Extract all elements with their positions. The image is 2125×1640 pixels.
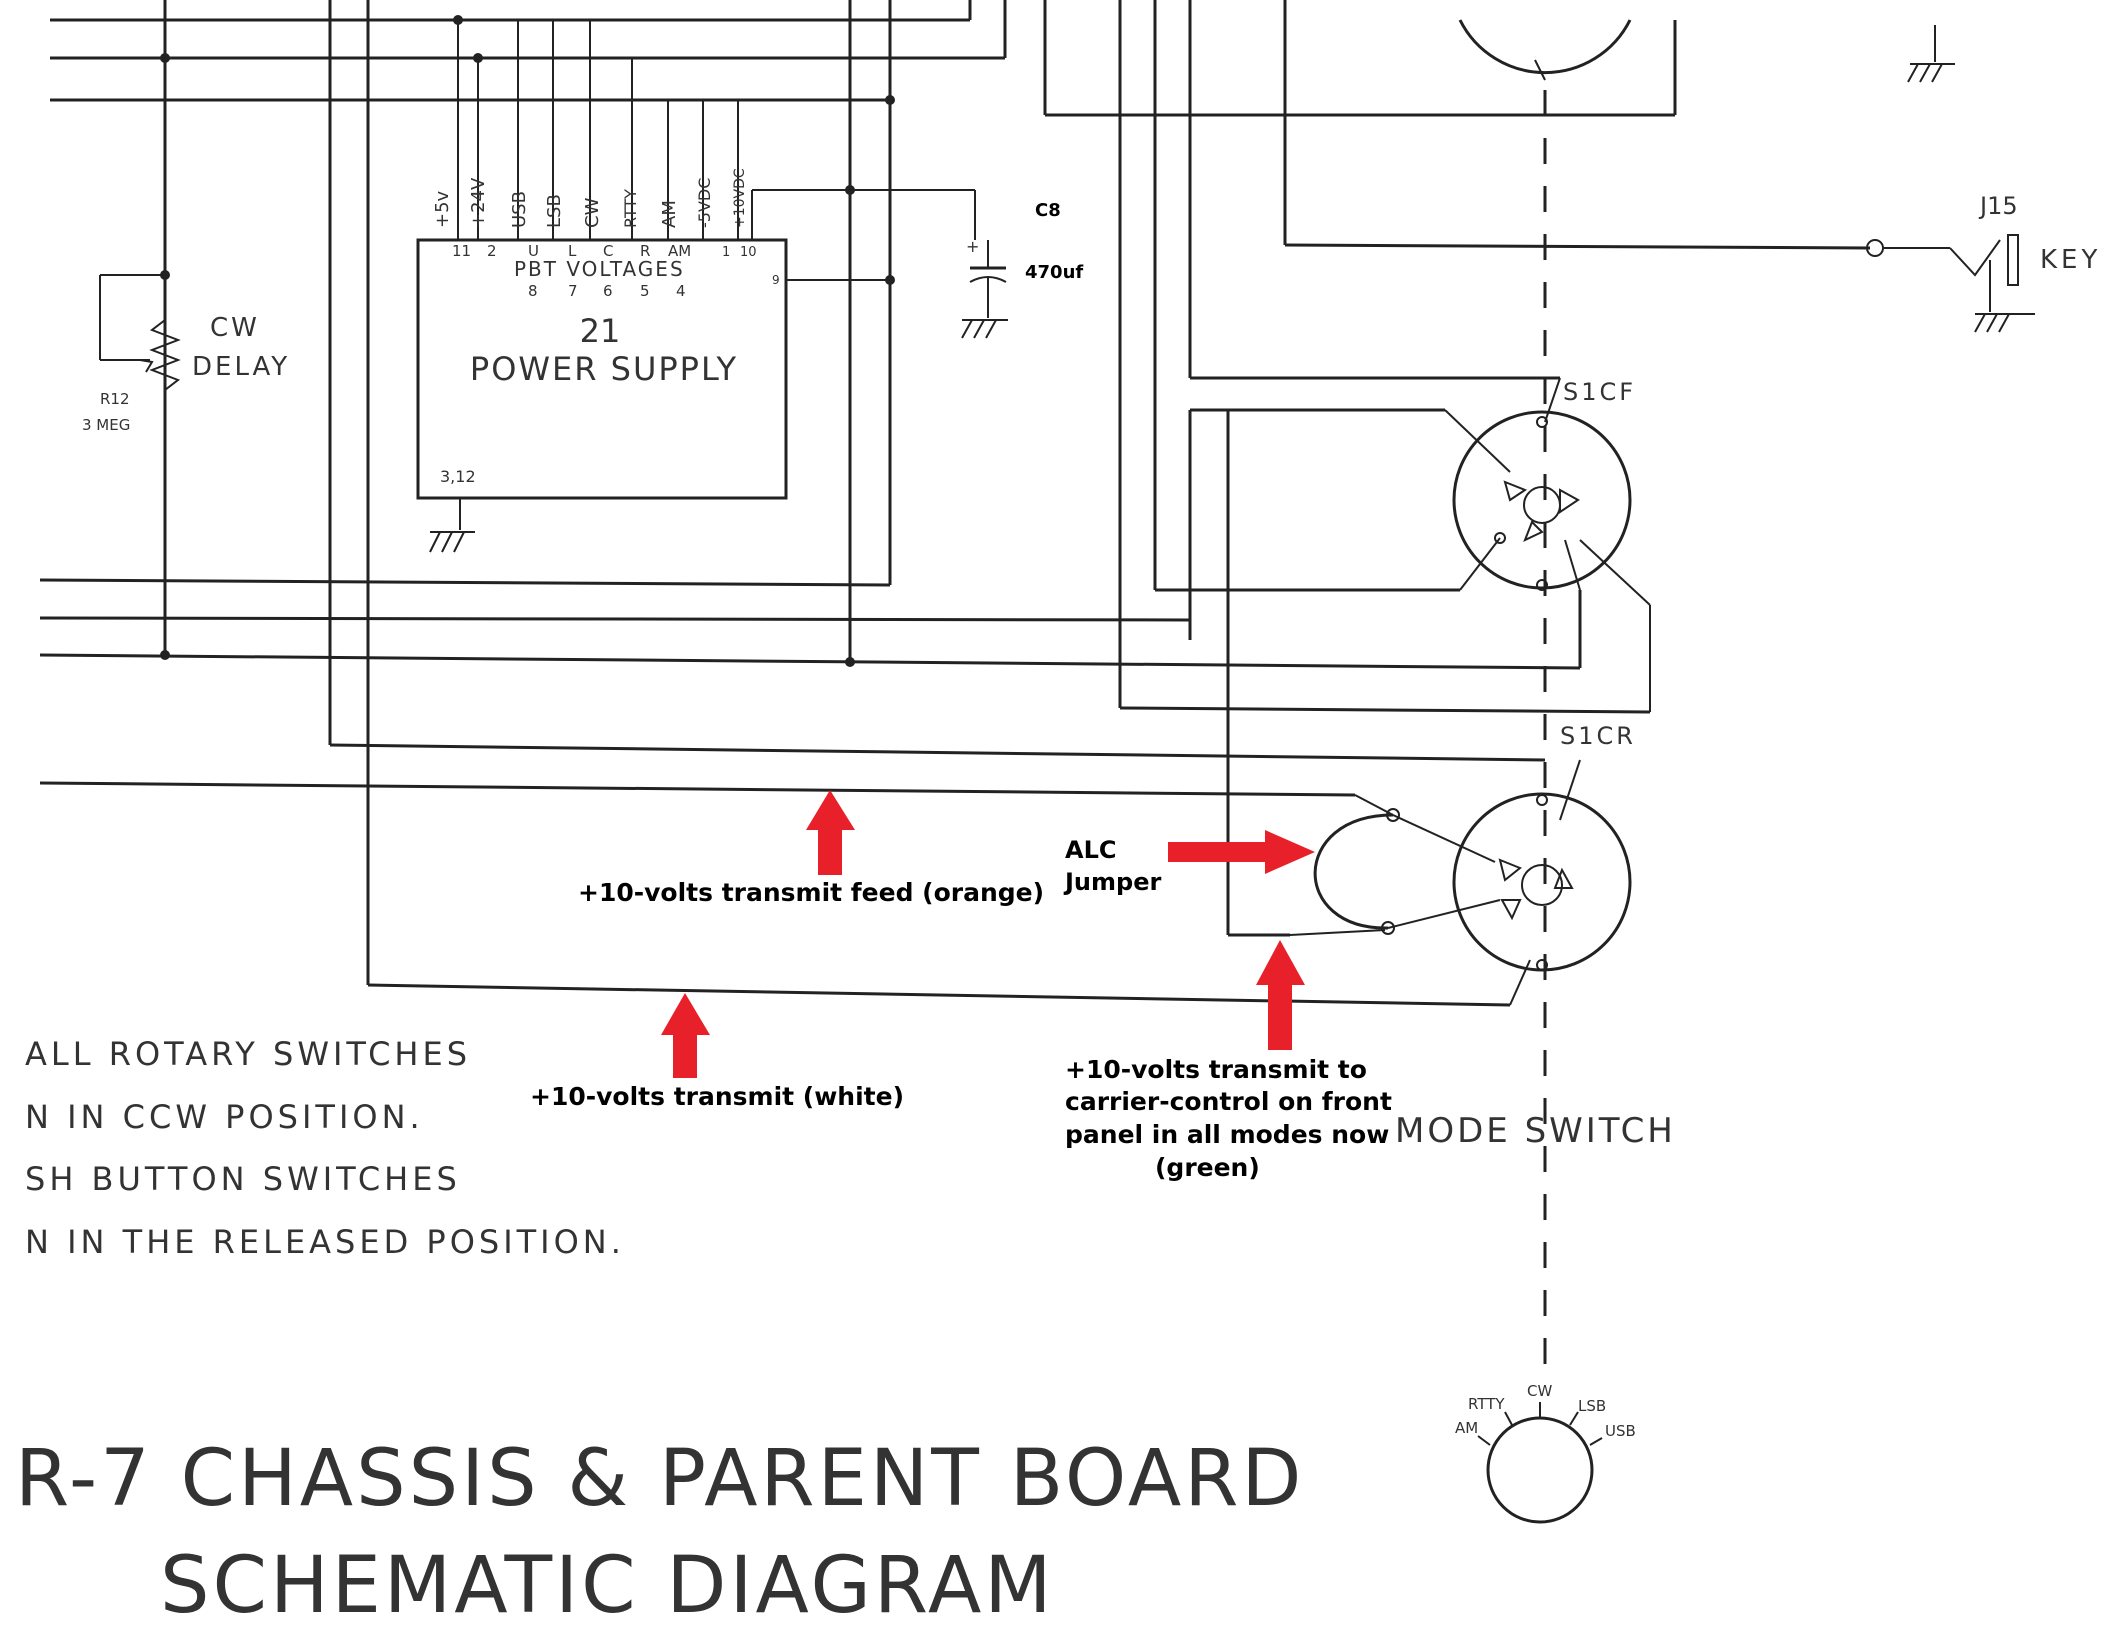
alc-label-line1: ALC <box>1065 836 1116 864</box>
ps-pin-9: 9 <box>772 273 780 287</box>
mid-left-bus <box>39 185 1581 1007</box>
jack-label: KEY <box>2040 245 2101 275</box>
ps-pin-r: R <box>640 242 650 260</box>
mode-selector-knob[interactable]: AM RTTY CW LSB USB <box>1455 1382 1636 1524</box>
ground-top-right <box>1907 25 1955 83</box>
ps-pin-6: 6 <box>603 282 613 300</box>
knob-am: AM <box>1455 1419 1478 1437</box>
capacitor-value: 470uf <box>1025 262 1083 283</box>
label-plus5v: +5v <box>432 190 453 228</box>
cw-delay-potentiometer: CW DELAY R12 3 MEG <box>82 270 290 434</box>
ps-voltages-label: PBT VOLTAGES <box>514 257 685 281</box>
ps-pin-2: 2 <box>487 242 497 260</box>
ps-pin-l: L <box>568 242 577 260</box>
label-usb: USB <box>509 191 530 228</box>
title-line-2: SCHEMATIC DIAGRAM <box>160 1541 1055 1631</box>
wafer-s1cr: S1CR <box>1452 722 1636 1006</box>
ps-name: POWER SUPPLY <box>470 350 738 388</box>
label-minus5vdc: -5VDC <box>695 178 714 228</box>
top-left-wiring <box>50 0 1007 985</box>
power-supply-21: 11 2 U L C R AM 1 10 PBT VOLTAGES 8 7 6 … <box>416 238 788 500</box>
pot-label-delay: DELAY <box>192 352 290 382</box>
capacitor-c8: + C8 470uf <box>961 200 1083 339</box>
mode-switch-label: MODE SWITCH <box>1395 1111 1676 1151</box>
alc-jumper-wire <box>1289 794 1501 936</box>
top-rotary-switch-partial <box>1458 19 1632 81</box>
annotation-green-line2: carrier-control on front <box>1065 1087 1392 1116</box>
ps-pin-10: 10 <box>740 245 757 260</box>
supply-voltage-labels: +5v +24V USB LSB CW RTTY AM -5VDC +10VDC <box>432 168 748 228</box>
alc-label-line2: Jumper <box>1063 868 1161 896</box>
ps-pin-5: 5 <box>640 282 650 300</box>
label-rtty: RTTY <box>621 189 640 228</box>
note-line-1: ALL ROTARY SWITCHES <box>25 1035 471 1073</box>
knob-lsb: LSB <box>1578 1397 1606 1415</box>
pot-value: 3 MEG <box>82 416 130 434</box>
title-line-1: R-7 CHASSIS & PARENT BOARD <box>15 1434 1304 1524</box>
ps-pin-am: AM <box>668 242 691 260</box>
ps-ground-pins: 3,12 <box>440 467 476 486</box>
pot-ref: R12 <box>100 390 130 408</box>
arrow-orange-feed <box>806 790 855 875</box>
wafer-s1cr-label: S1CR <box>1560 722 1636 750</box>
pot-label-cw: CW <box>210 313 260 343</box>
ps-pin-4: 4 <box>676 282 686 300</box>
annotation-green-line4: (green) <box>1155 1153 1260 1182</box>
knob-rtty: RTTY <box>1468 1395 1505 1413</box>
svg-text:+: + <box>966 237 979 256</box>
ps-pin-c: C <box>603 242 613 260</box>
label-plus24v: +24V <box>468 177 489 228</box>
jack-j15-key[interactable]: J15 KEY <box>1866 192 2101 333</box>
annotation-orange-feed: +10-volts transmit feed (orange) <box>578 878 1044 907</box>
annotation-white-transmit: +10-volts transmit (white) <box>530 1082 904 1111</box>
note-line-4: N IN THE RELEASED POSITION. <box>25 1223 625 1261</box>
label-am: AM <box>659 200 680 228</box>
ps-pin-7: 7 <box>568 282 578 300</box>
arrow-green-carrier <box>1256 940 1305 1050</box>
note-line-3: SH BUTTON SWITCHES <box>25 1160 461 1198</box>
label-plus10vdc: +10VDC <box>732 168 748 228</box>
wafer-s1cf-label: S1CF <box>1563 378 1636 406</box>
knob-usb: USB <box>1605 1422 1636 1440</box>
label-lsb: LSB <box>544 194 565 228</box>
annotation-green-line1: +10-volts transmit to <box>1065 1055 1367 1084</box>
label-cw: CW <box>582 197 603 228</box>
ps-pin-1: 1 <box>722 245 730 260</box>
arrow-white-transmit <box>661 993 710 1078</box>
note-line-2: N IN CCW POSITION. <box>25 1098 424 1136</box>
ps-number: 21 <box>580 312 621 350</box>
ps-pin-8: 8 <box>528 282 538 300</box>
ps-pin-11: 11 <box>452 242 471 260</box>
wafer-s1cf: S1CF <box>1444 377 1651 712</box>
knob-cw: CW <box>1527 1382 1552 1400</box>
ps-ground-symbol <box>429 498 475 553</box>
capacitor-ref: C8 <box>1035 200 1061 221</box>
arrow-alc-jumper <box>1168 830 1315 874</box>
annotation-green-line3: panel in all modes now <box>1065 1120 1389 1149</box>
ps-pin-u: U <box>528 242 539 260</box>
jack-ref: J15 <box>1978 192 2018 220</box>
